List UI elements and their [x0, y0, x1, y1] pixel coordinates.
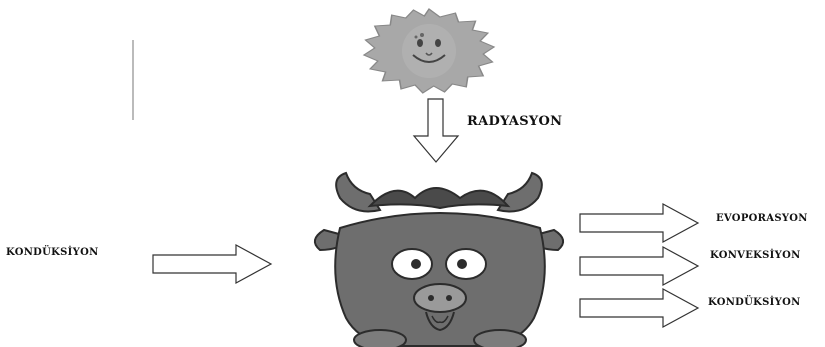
radiation-arrow	[412, 98, 460, 164]
label-convection: KONVEKSİYON	[710, 250, 801, 261]
label-evaporation: EVOPORASYON	[716, 213, 808, 224]
convection-arrow	[579, 245, 701, 287]
conduction-in-arrow	[152, 243, 274, 285]
cartoon-animal-icon	[300, 168, 580, 347]
conduction-out-arrow	[579, 287, 701, 329]
evaporation-arrow	[579, 202, 701, 244]
label-radiation: RADYASYON	[467, 114, 562, 129]
label-conduction-in: KONDÜKSİYON	[6, 247, 99, 258]
label-conduction-out: KONDÜKSİYON	[708, 297, 801, 308]
sun-icon	[355, 4, 503, 98]
